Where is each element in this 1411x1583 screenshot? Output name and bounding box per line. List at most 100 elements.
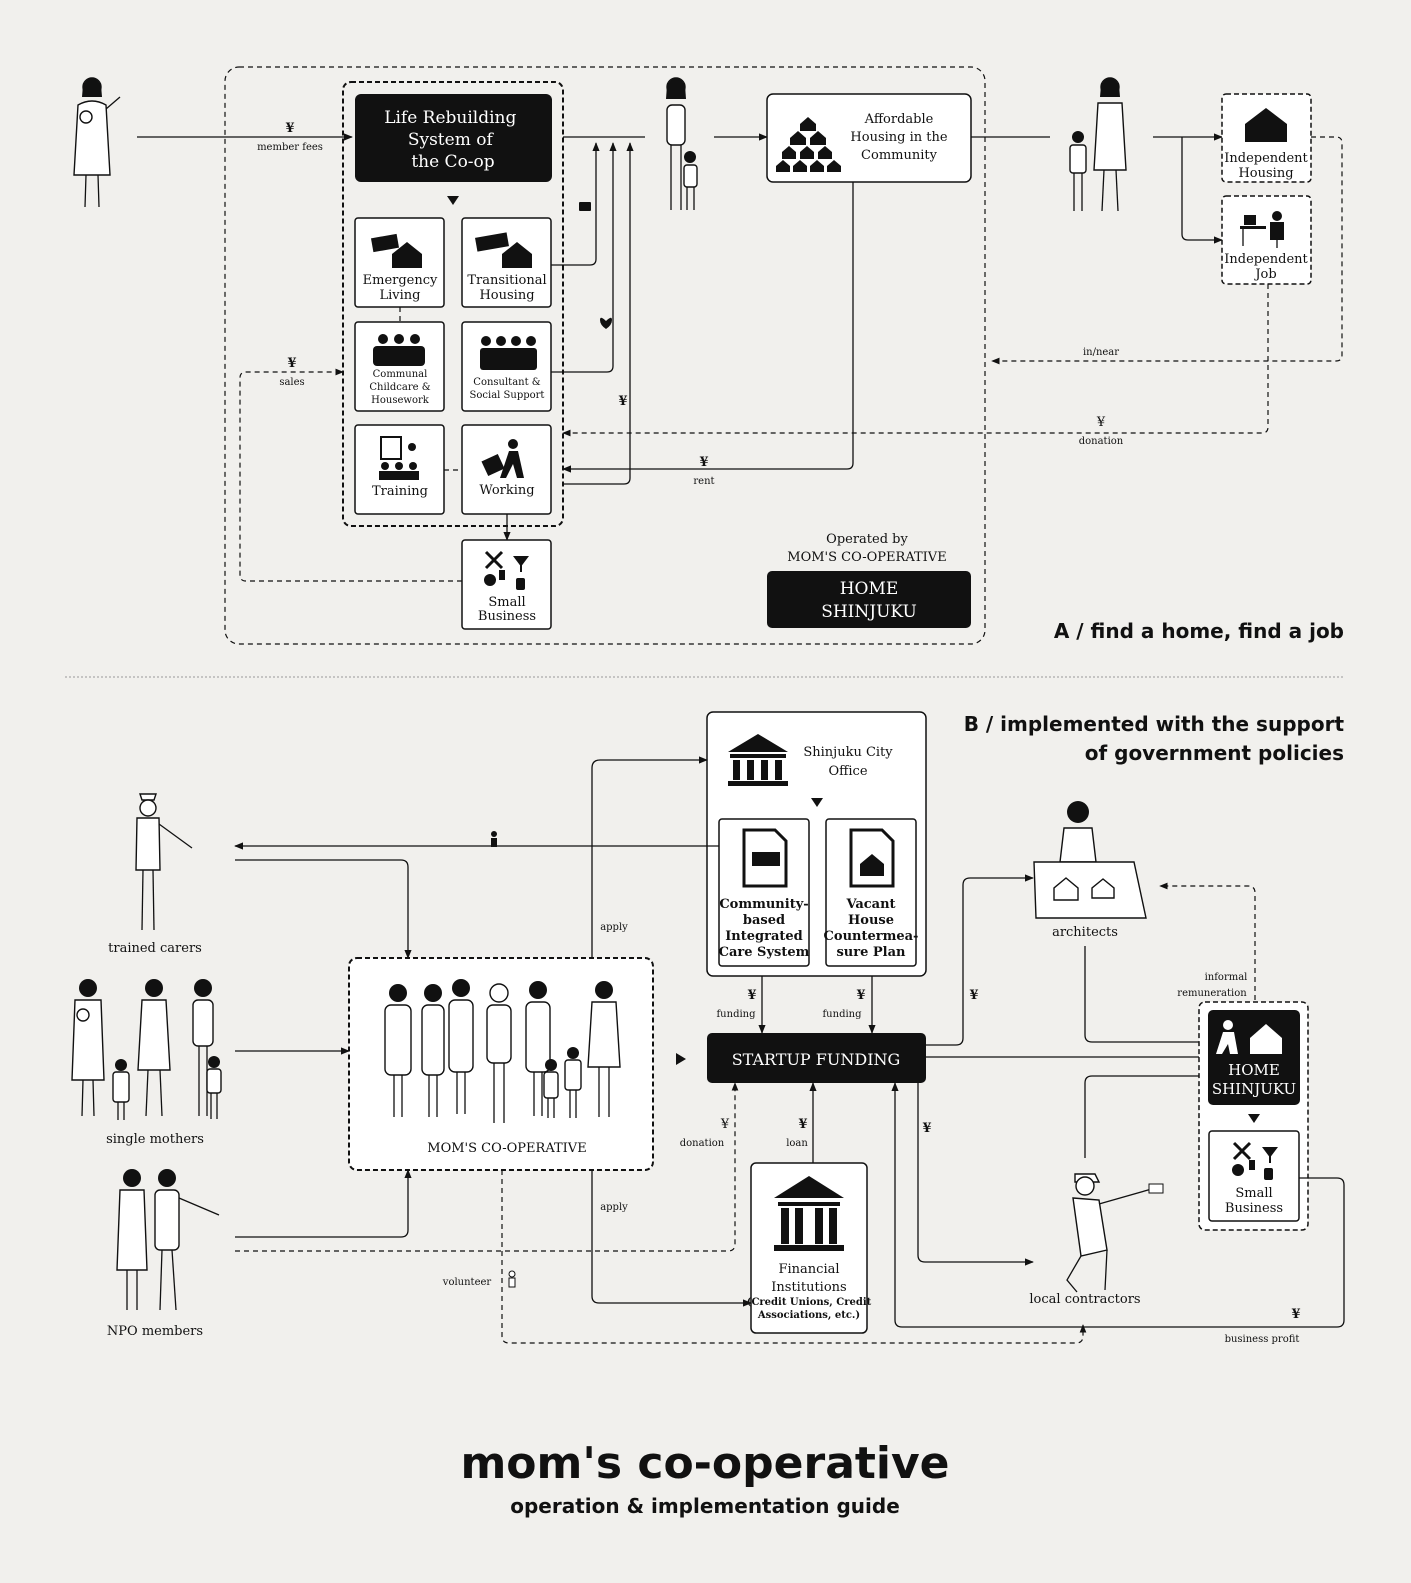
working-box: Working — [461, 424, 552, 515]
member-fees-yen: ¥ — [285, 121, 294, 136]
briefcase-icon — [579, 202, 591, 211]
document-house-icon — [849, 828, 895, 888]
npo-members-figures — [116, 1169, 220, 1311]
volunteer-person-icon — [508, 1270, 516, 1288]
footer-title: mom's co-operative — [460, 1438, 949, 1489]
consultant-return-line — [551, 142, 617, 373]
rent-yen: ¥ — [699, 455, 708, 470]
loan-yen: ¥ — [798, 1117, 807, 1132]
life-rebuilding-title-box — [355, 94, 552, 182]
transitional-return-line — [551, 142, 600, 266]
triangle-right-icon — [676, 1053, 686, 1065]
funding-yen-left: ¥ — [747, 988, 756, 1003]
member-fees-label: member fees — [257, 142, 323, 153]
section-a-title: A / find a home, find a job — [1054, 619, 1344, 643]
donation-yen: ¥ — [1096, 415, 1106, 430]
apply-label-bottom: apply — [600, 1202, 628, 1213]
coop-members-figures — [384, 979, 621, 1123]
triangle-down-icon — [811, 798, 823, 807]
life-rebuilding-title: Life Rebuilding System of the Co-op — [384, 108, 522, 172]
group-people-icon — [373, 334, 425, 366]
sales-loop-line — [239, 368, 462, 582]
svg-text:Working: Working — [479, 483, 534, 498]
sales-yen: ¥ — [287, 356, 296, 371]
classroom-icon — [379, 436, 419, 480]
consultant-support-box: Consultant &Social Support — [461, 321, 552, 412]
contractors-yen: ¥ — [922, 1121, 931, 1136]
donation-label: donation — [1079, 436, 1124, 447]
house-icon — [392, 242, 422, 268]
architects-to-home-line — [1084, 946, 1209, 1046]
working-return-line — [563, 142, 634, 485]
business-profit-yen: ¥ — [1291, 1307, 1300, 1322]
mother-with-baby-figure — [73, 77, 121, 208]
apply-to-finance-line — [591, 1170, 752, 1307]
funding-yen-right: ¥ — [856, 988, 865, 1003]
tools-icon — [1232, 1141, 1278, 1180]
money-icon — [475, 232, 509, 252]
funding-label-left: funding — [716, 1009, 756, 1020]
funding-to-contractors-line — [917, 1083, 1034, 1266]
loan-label: loan — [786, 1138, 808, 1149]
document-people-icon — [742, 828, 788, 888]
architects-label: architects — [1052, 925, 1118, 940]
svg-text:Consultant &Social Support: Consultant &Social Support — [470, 377, 545, 401]
trained-carers-label: trained carers — [108, 941, 202, 956]
funding-label-right: funding — [822, 1009, 862, 1020]
volunteer-label: volunteer — [442, 1277, 492, 1288]
footer-subtitle: operation & implementation guide — [510, 1494, 900, 1518]
worker-cart-icon — [481, 439, 524, 478]
local-contractors-label: local contractors — [1029, 1292, 1140, 1307]
tools-icon — [484, 550, 529, 590]
to-independent-job-arrow — [1181, 137, 1223, 244]
desk-worker-icon — [1240, 211, 1284, 248]
startup-funding-label: STARTUP FUNDING — [732, 1050, 901, 1069]
house-icon — [502, 242, 532, 268]
rent-label: rent — [693, 476, 714, 487]
apply-label-top: apply — [600, 922, 628, 933]
svg-text:Training: Training — [372, 484, 428, 499]
triangle-down-icon — [447, 196, 459, 205]
builder-house-icon — [1216, 1020, 1282, 1054]
in-near-loop-line — [991, 136, 1343, 365]
independent-family-figure — [1069, 77, 1127, 212]
working-yen: ¥ — [618, 394, 627, 409]
single-mothers-label: single mothers — [106, 1132, 204, 1147]
house-icon — [1245, 108, 1287, 142]
funding-to-architects-line — [926, 874, 1034, 1046]
apply-to-city-line — [591, 756, 708, 958]
architect-figure — [1033, 801, 1147, 919]
donation-yen-b: ¥ — [720, 1117, 730, 1132]
contractor-figure — [1066, 1173, 1164, 1293]
heart-icon — [600, 317, 612, 329]
architects-yen: ¥ — [969, 988, 978, 1003]
sales-label: sales — [279, 377, 304, 388]
